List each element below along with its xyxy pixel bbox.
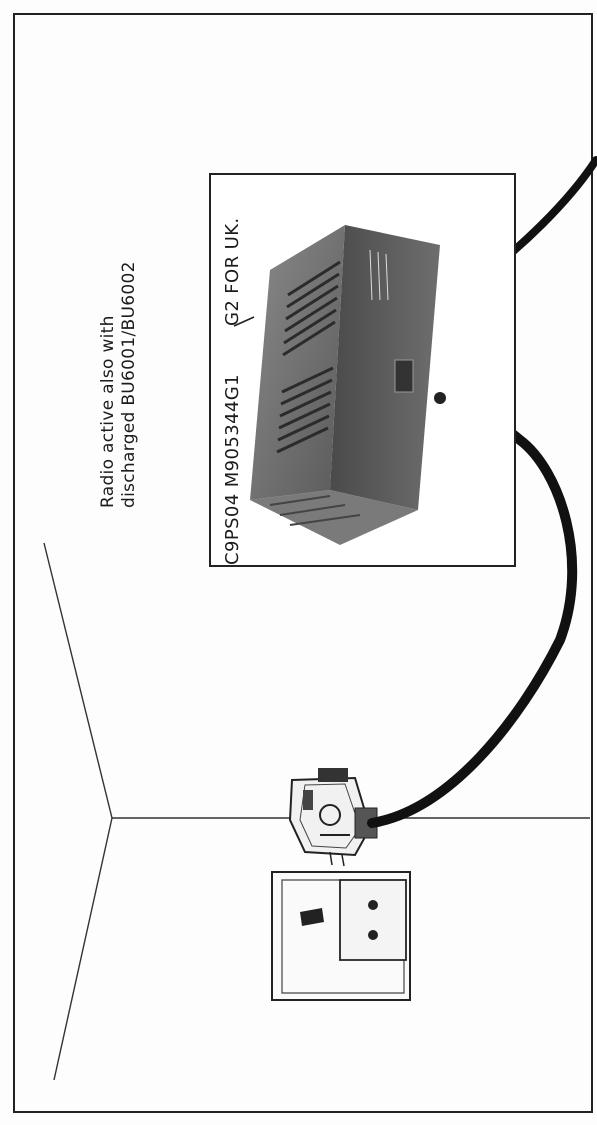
caption-line-2: discharged BU6001/BU6002 — [119, 261, 140, 508]
psu-model: C9PS04 M905344G1 — [222, 374, 243, 565]
caption-line-1: Radio active also with — [98, 261, 119, 508]
psu-separator: / — [222, 326, 243, 374]
mains-plug-icon — [290, 768, 377, 866]
power-supply-icon — [250, 225, 446, 545]
psu-label: C9PS04 M905344G1/G2 FOR UK. — [222, 217, 243, 565]
wall-socket-icon — [272, 872, 410, 1000]
psu-region: G2 FOR UK. — [222, 217, 243, 326]
caption-text: Radio active also with discharged BU6001… — [98, 261, 140, 508]
